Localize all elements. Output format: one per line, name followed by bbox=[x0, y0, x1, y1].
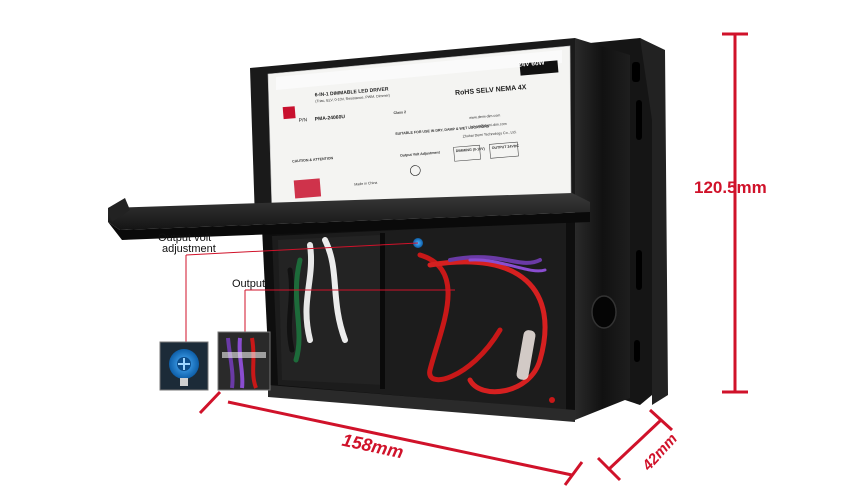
label-website: www.demi-dim.com bbox=[469, 113, 500, 120]
label-email: luoyuri@demi-dim.com bbox=[470, 122, 507, 129]
callout-output: Output bbox=[217, 278, 455, 391]
dimension-depth: 42mm bbox=[596, 408, 681, 482]
label-volt-adjust: Output Volt Adjustment bbox=[400, 150, 441, 157]
volt-adjust-dial-icon bbox=[410, 165, 421, 176]
led-driver-device bbox=[108, 38, 668, 422]
label-subtitle: (Triac, ELV, 0-10V, Resistance, PWM, Dim… bbox=[315, 93, 390, 103]
callout-volt-adjustment: Output volt adjustment bbox=[158, 232, 419, 391]
label-dimming: DIMMING (0-10V) bbox=[456, 147, 486, 153]
input-terminal-badge bbox=[293, 178, 322, 199]
dimension-height: 120.5mm bbox=[694, 32, 767, 394]
dimension-height-label: 120.5mm bbox=[694, 178, 767, 197]
callout-output-label: Output bbox=[232, 278, 265, 290]
label-company: Zhuhai Demi Technology Co., Ltd. bbox=[463, 130, 517, 138]
brand-logo-icon bbox=[282, 106, 296, 120]
callout-volt-line2: adjustment bbox=[162, 243, 216, 255]
label-output: OUTPUT 24VDC bbox=[492, 144, 520, 150]
dimension-length-label: 158mm bbox=[340, 430, 405, 462]
label-made-in: Made in China bbox=[354, 181, 377, 187]
label-model-prefix: P/N bbox=[299, 117, 308, 124]
label-suitable: SUITABLE FOR USE IN DRY, DAMP & WET LOCA… bbox=[395, 124, 490, 136]
label-badge: 24V 60W bbox=[518, 60, 546, 69]
label-class: Class 2 bbox=[393, 110, 406, 115]
label-model: PMA-24060U bbox=[315, 114, 346, 122]
callout-volt-line1: Output volt bbox=[158, 232, 211, 244]
label-caution: CAUTION & ATTENTION bbox=[292, 156, 334, 163]
